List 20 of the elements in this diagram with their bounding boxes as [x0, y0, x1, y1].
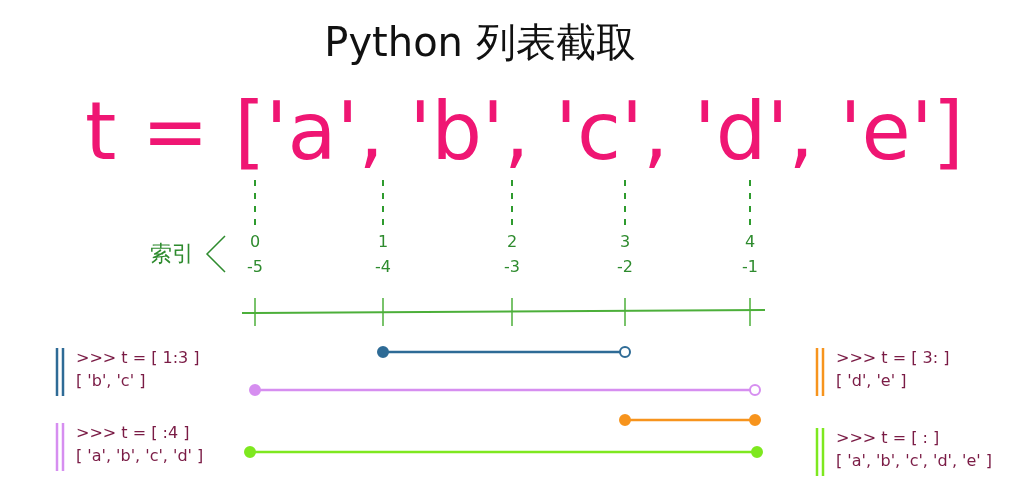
code-output: [ 'd', 'e' ] [836, 373, 907, 389]
code-prompt: >>> t = [ : ] [836, 430, 940, 446]
code-prompt: >>> t = [ 3: ] [836, 350, 950, 366]
positive-index: 3 [619, 234, 631, 250]
code-prompt: >>> t = [ :4 ] [76, 425, 190, 441]
positive-index: 2 [506, 234, 518, 250]
code-prompt: >>> t = [ 1:3 ] [76, 350, 200, 366]
positive-index: 1 [377, 234, 389, 250]
code-output: [ 'a', 'b', 'c', 'd' ] [76, 448, 204, 464]
negative-index: -2 [617, 259, 633, 275]
negative-index: -3 [504, 259, 520, 275]
negative-index: -5 [247, 259, 263, 275]
negative-index: -1 [742, 259, 758, 275]
positive-index: 0 [249, 234, 261, 250]
positive-index: 4 [744, 234, 756, 250]
code-output: [ 'b', 'c' ] [76, 373, 146, 389]
list-expression: t = ['a', 'b', 'c', 'd', 'e'] [85, 92, 964, 172]
index-label: 索引 [150, 243, 194, 265]
negative-index: -4 [375, 259, 391, 275]
code-output: [ 'a', 'b', 'c', 'd', 'e' ] [836, 453, 993, 469]
